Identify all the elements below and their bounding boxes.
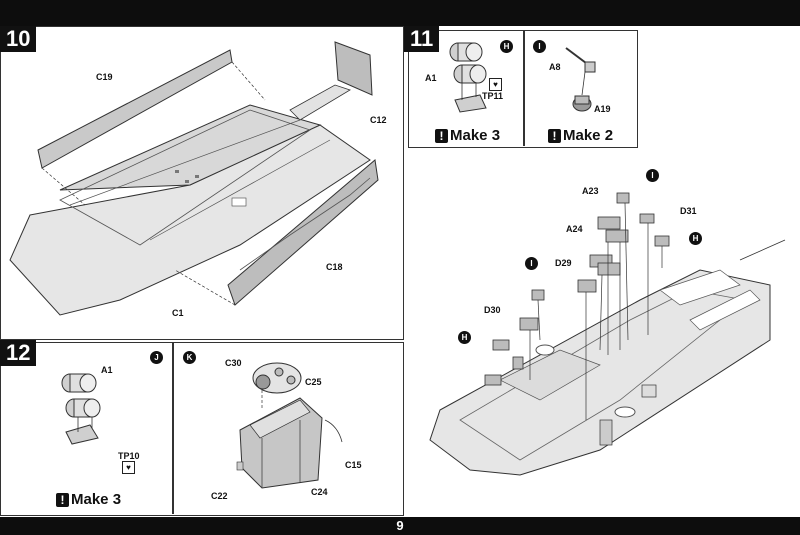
- heart-icon: ♥: [489, 78, 502, 91]
- label-a19: A19: [594, 104, 611, 114]
- label-c24: C24: [311, 487, 328, 497]
- label-c1: C1: [172, 308, 184, 318]
- label-c30: C30: [225, 358, 242, 368]
- label-a24: A24: [566, 224, 583, 234]
- step-12-badge: 12: [0, 340, 37, 366]
- tag-h-icon-main-right: H: [689, 232, 702, 245]
- tag-i-icon-main-left: I: [525, 257, 538, 270]
- label-a8: A8: [549, 62, 561, 72]
- tag-j-icon: J: [150, 351, 163, 364]
- step-10-badge: 10: [0, 26, 37, 52]
- make-3-text-h: !Make 3: [435, 127, 500, 144]
- make-3-label-h: Make 3: [450, 127, 501, 144]
- heart-icon: ♥: [122, 461, 135, 474]
- tag-i-icon: I: [533, 40, 546, 53]
- tag-h-icon: H: [500, 40, 513, 53]
- label-a23: A23: [582, 186, 599, 196]
- label-c19: C19: [96, 72, 113, 82]
- exclamation-icon: !: [548, 128, 561, 143]
- step-11-badge: 11: [404, 26, 440, 52]
- label-c25: C25: [305, 377, 322, 387]
- make-3-text-j: !Make 3: [56, 491, 121, 508]
- label-c12: C12: [370, 115, 387, 125]
- label-a1-h: A1: [425, 73, 437, 83]
- make-2-label-i: Make 2: [563, 127, 614, 144]
- step-12-divider: [172, 342, 174, 514]
- make-3-label-j: Make 3: [71, 491, 122, 508]
- label-c18: C18: [326, 262, 343, 272]
- make-2-text-i: !Make 2: [548, 127, 613, 144]
- label-c22: C22: [211, 491, 228, 501]
- page-number: 9: [396, 518, 404, 533]
- step-12-panel: [0, 342, 404, 516]
- bottom-bar: [0, 517, 800, 535]
- label-d30: D30: [484, 305, 501, 315]
- exclamation-icon: !: [56, 492, 69, 507]
- label-d31: D31: [680, 206, 697, 216]
- top-bar: [0, 0, 800, 26]
- step-10-panel: [0, 26, 404, 340]
- tag-i-icon-main-top: I: [646, 169, 659, 182]
- step-11-divider: [523, 30, 525, 146]
- label-c15: C15: [345, 460, 362, 470]
- exclamation-icon: !: [435, 128, 448, 143]
- label-a1-j: A1: [101, 365, 113, 375]
- label-d29: D29: [555, 258, 572, 268]
- tag-h-icon-main-left: H: [458, 331, 471, 344]
- label-tp11: TP11: [482, 91, 504, 101]
- tag-k-icon: K: [183, 351, 196, 364]
- label-tp10: TP10: [118, 451, 140, 461]
